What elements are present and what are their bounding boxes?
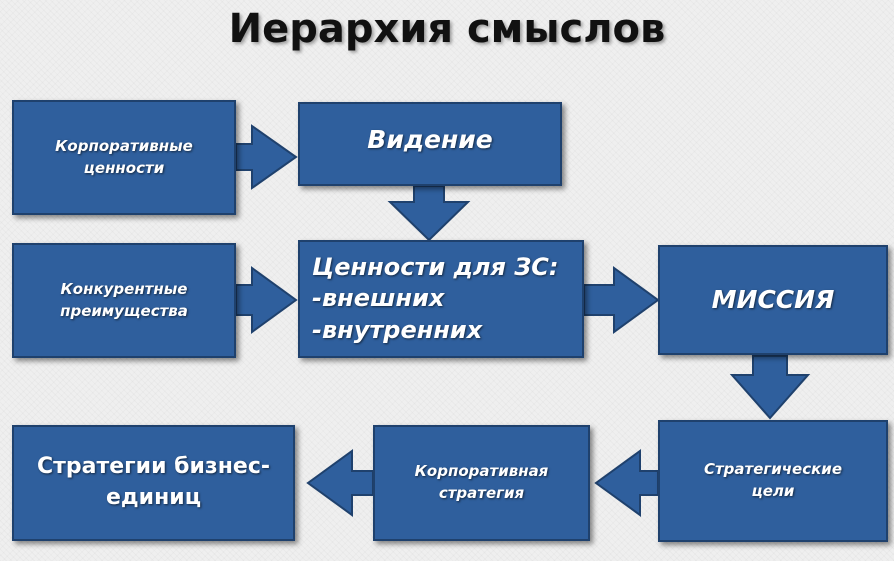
box-strategic-goals: Стратегические цели	[658, 420, 888, 542]
arrow-goals-to-corporate-strategy	[594, 449, 659, 517]
box-mission: МИССИЯ	[658, 245, 888, 355]
box-business-unit-strategies-label: Стратегии бизнес- единиц	[37, 454, 270, 510]
box-stakeholder-values-label: Ценности для ЗС: -внешних -внутренних	[312, 253, 559, 344]
box-vision-label: Видение	[367, 124, 493, 154]
arrow-stakeholder-values-to-mission	[583, 266, 660, 334]
box-mission-label: МИССИЯ	[711, 284, 835, 314]
diagram-title: Иерархия смыслов	[228, 6, 666, 52]
arrow-corporate-strategy-to-units	[306, 449, 374, 517]
box-corporate-strategy: Корпоративная стратегия	[373, 425, 590, 541]
box-corporate-strategy-label: Корпоративная стратегия	[414, 462, 549, 502]
arrow-values-to-vision	[235, 124, 298, 190]
box-competitive-advantages-label: Конкурентные преимущества	[60, 279, 188, 320]
arrow-advantages-to-stakeholder-values	[235, 266, 298, 334]
box-strategic-goals-label: Стратегические цели	[703, 460, 842, 500]
box-vision: Видение	[298, 102, 562, 186]
arrow-vision-to-stakeholder-values	[387, 185, 471, 242]
box-corporate-values-label: Корпоративные ценности	[55, 136, 193, 177]
box-stakeholder-values: Ценности для ЗС: -внешних -внутренних	[298, 240, 584, 358]
box-corporate-values: Корпоративные ценности	[12, 100, 236, 215]
box-competitive-advantages: Конкурентные преимущества	[12, 243, 236, 358]
arrow-mission-to-goals	[729, 355, 811, 420]
box-business-unit-strategies: Стратегии бизнес- единиц	[12, 425, 295, 541]
